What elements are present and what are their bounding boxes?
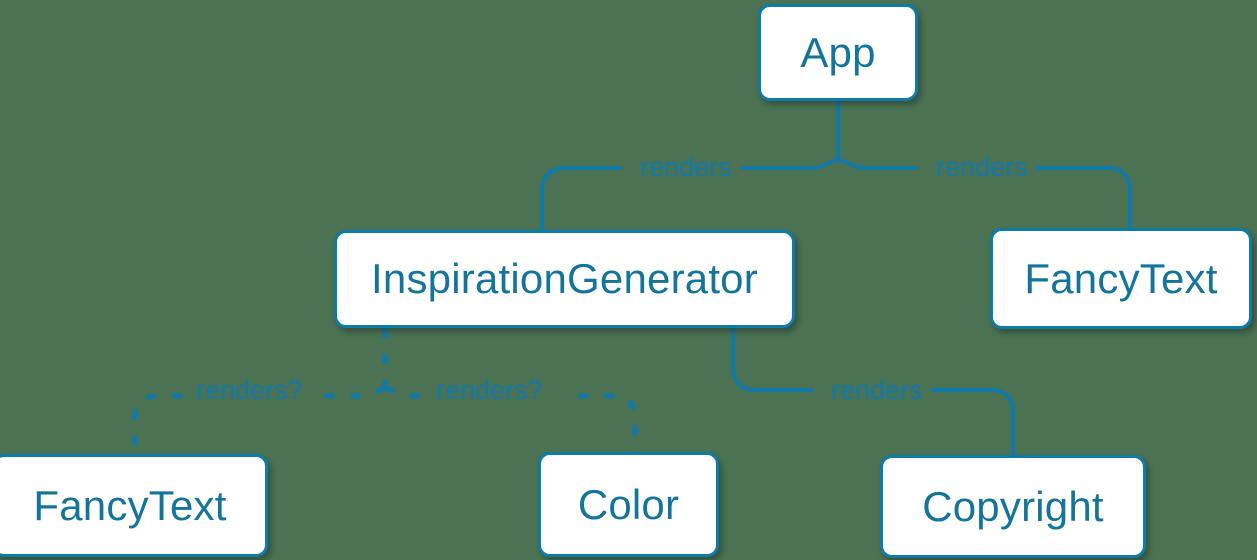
edge-label-app-to-fancytext: renders bbox=[928, 154, 1036, 181]
edge-inspirationgenerator-to-copyright bbox=[731, 326, 1015, 457]
node-app-label: App bbox=[800, 28, 876, 76]
node-fancytext-top-label: FancyText bbox=[1024, 254, 1218, 302]
node-inspirationgenerator-label: InspirationGenerator bbox=[371, 255, 758, 302]
node-fancytext-bottom-label: FancyText bbox=[33, 481, 227, 529]
node-app[interactable]: App bbox=[758, 4, 918, 101]
node-copyright-label: Copyright bbox=[922, 482, 1104, 530]
edge-label-inspirationgenerator-to-fancytext: renders? bbox=[188, 377, 311, 404]
node-color[interactable]: Color bbox=[538, 452, 719, 557]
edge-app-to-inspirationgenerator bbox=[540, 158, 840, 232]
node-copyright[interactable]: Copyright bbox=[880, 455, 1146, 558]
node-fancytext-top[interactable]: FancyText bbox=[990, 228, 1252, 329]
edge-app-to-fancytext bbox=[836, 158, 1132, 230]
edge-label-inspirationgenerator-to-color: renders? bbox=[428, 377, 551, 404]
edge-inspirationgenerator-to-fancytext-bottom bbox=[132, 385, 386, 454]
node-color-label: Color bbox=[577, 480, 680, 528]
edge-label-app-to-inspirationgenerator: renders bbox=[632, 154, 740, 181]
edge-inspirationgenerator-to-color bbox=[384, 385, 638, 452]
edge-label-inspirationgenerator-to-copyright: renders bbox=[823, 377, 931, 404]
node-fancytext-bottom[interactable]: FancyText bbox=[0, 454, 268, 557]
node-inspirationgenerator[interactable]: InspirationGenerator bbox=[334, 230, 795, 328]
